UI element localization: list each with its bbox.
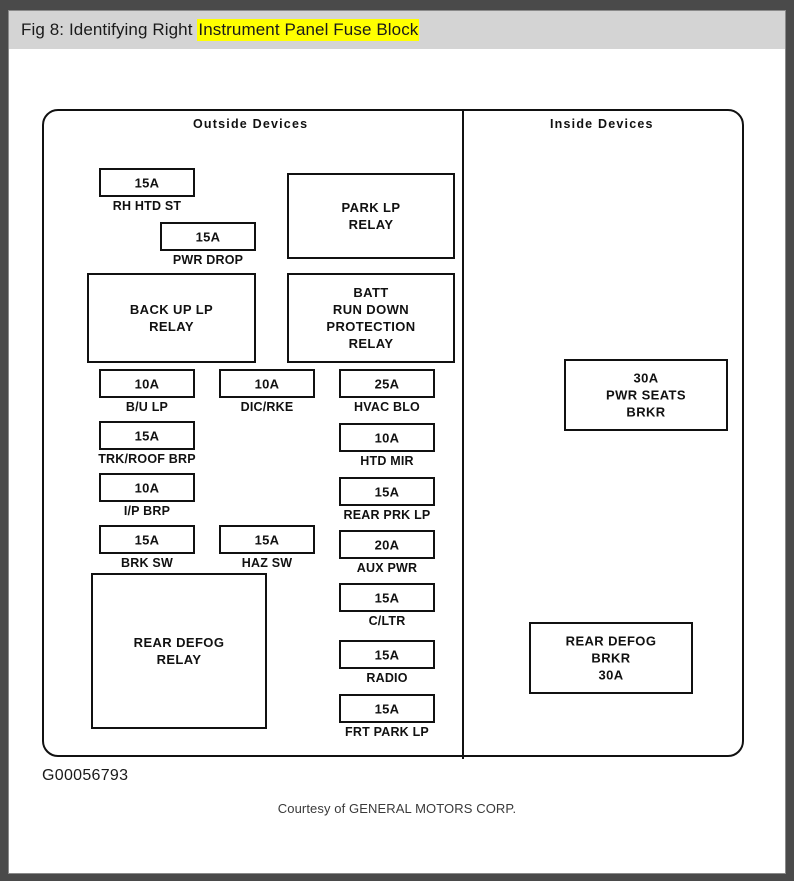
panel-divider — [462, 109, 464, 759]
fuse-label-haz-sw: HAZ SW — [241, 556, 293, 570]
fuse-label-hvac-blo: HVAC BLO — [354, 400, 420, 414]
fuse-c-ltr: 15A — [339, 583, 435, 612]
fuse-label-rear-prk-lp: REAR PRK LP — [343, 508, 431, 522]
fuse-htd-mir: 10A — [339, 423, 435, 452]
fuse-label-b-u-lp: B/U LP — [125, 400, 169, 414]
fuse-brk-sw: 15A — [99, 525, 195, 554]
section-title-inside-devices: Inside Devices — [550, 117, 654, 131]
fuse-label-frt-park-lp: FRT PARK LP — [345, 725, 429, 739]
fuse-haz-sw: 15A — [219, 525, 315, 554]
fuse-rh-htd-st: 15A — [99, 168, 195, 197]
courtesy-line: Courtesy of GENERAL MOTORS CORP. — [277, 801, 517, 816]
fuse-label-htd-mir: HTD MIR — [360, 454, 414, 468]
fuse-amp-rating: 15A — [374, 701, 400, 716]
fuse-amp-rating: 15A — [374, 590, 400, 605]
fuse-label-brk-sw: BRK SW — [121, 556, 173, 570]
figure-caption: Fig 8: Identifying Right Instrument Pane… — [21, 19, 420, 41]
fuse-amp-rating: 15A — [374, 484, 400, 499]
fuse-amp-rating: 10A — [374, 430, 400, 445]
fuse-amp-rating: 10A — [134, 376, 160, 391]
fuse-label-rh-htd-st: RH HTD ST — [112, 199, 182, 213]
fuse-label-dic-rke: DIC/RKE — [240, 400, 294, 414]
fuse-trk-roof-brp: 15A — [99, 421, 195, 450]
caption-highlight: Instrument Panel Fuse Block — [197, 19, 420, 41]
fuse-amp-rating: 10A — [134, 480, 160, 495]
fuse-hvac-blo: 25A — [339, 369, 435, 398]
fuse-label-i-p-brp: I/P BRP — [123, 504, 171, 518]
fuse-label-pwr-drop: PWR DROP — [172, 253, 244, 267]
fuse-block-diagram: Outside Devices Inside Devices 15A RH HTD… — [9, 49, 785, 873]
fuse-amp-rating: 20A — [374, 537, 400, 552]
section-title-outside-devices: Outside Devices — [193, 117, 309, 131]
fuse-dic-rke: 10A — [219, 369, 315, 398]
fuse-radio: 15A — [339, 640, 435, 669]
fuse-aux-pwr: 20A — [339, 530, 435, 559]
fuse-label-c-ltr: C/LTR — [368, 614, 406, 628]
fuse-b-u-lp: 10A — [99, 369, 195, 398]
fuse-label-aux-pwr: AUX PWR — [356, 561, 418, 575]
fuse-frt-park-lp: 15A — [339, 694, 435, 723]
fuse-amp-rating: 15A — [134, 175, 160, 190]
fuse-amp-rating: 15A — [134, 428, 160, 443]
diagram-reference-code: G00056793 — [42, 767, 129, 784]
fuse-amp-rating: 15A — [374, 647, 400, 662]
fuse-amp-rating: 15A — [254, 532, 280, 547]
figure-caption-bar: Fig 8: Identifying Right Instrument Pane… — [9, 11, 785, 49]
fuse-rear-prk-lp: 15A — [339, 477, 435, 506]
fuse-pwr-drop: 15A — [160, 222, 256, 251]
fuse-amp-rating: 15A — [134, 532, 160, 547]
fuse-amp-rating: 25A — [374, 376, 400, 391]
caption-prefix: Fig 8: Identifying Right — [21, 20, 198, 39]
fuse-label-trk-roof-brp: TRK/ROOF BRP — [98, 452, 196, 466]
document-sheet: Fig 8: Identifying Right Instrument Pane… — [8, 10, 786, 874]
fuse-amp-rating: 10A — [254, 376, 280, 391]
fuse-label-radio: RADIO — [366, 671, 408, 685]
fuse-amp-rating: 15A — [195, 229, 221, 244]
fuse-i-p-brp: 10A — [99, 473, 195, 502]
